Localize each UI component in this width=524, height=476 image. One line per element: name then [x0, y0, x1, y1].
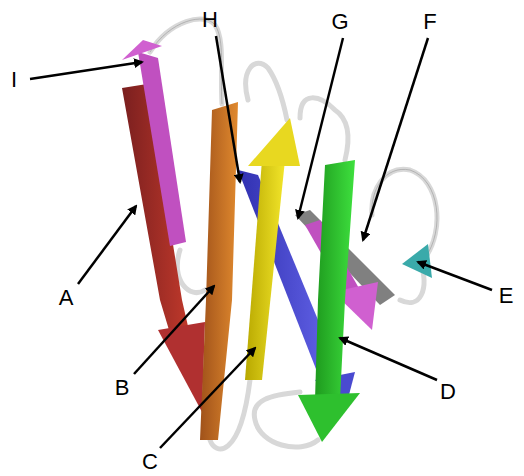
strand-label: H: [202, 9, 218, 31]
strand-label: I: [11, 69, 17, 91]
strand-label: D: [440, 381, 456, 403]
strand-label: E: [499, 285, 514, 307]
loop: [150, 19, 437, 449]
strand-label: A: [59, 287, 74, 309]
strand-label: F: [423, 11, 436, 33]
strand-label: B: [115, 377, 130, 399]
strand-label: G: [331, 11, 348, 33]
leader-arrow: [30, 36, 492, 448]
beta-strand: [122, 40, 432, 442]
strand-label: C: [142, 451, 158, 473]
